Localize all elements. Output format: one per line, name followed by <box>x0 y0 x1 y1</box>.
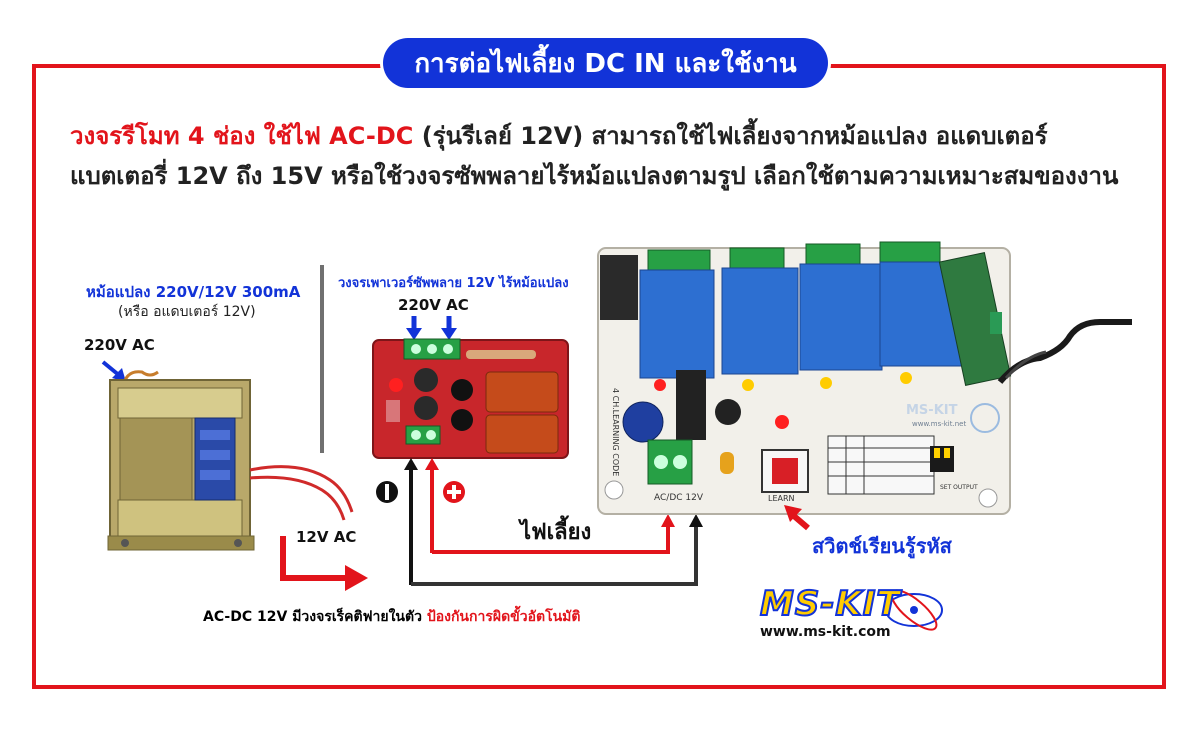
transformer-icon <box>107 379 255 551</box>
transformer-title: หม้อแปลง 220V/12V 300mA <box>86 283 301 301</box>
headline-line-2: แบตเตอรี่ 12V ถึง 15V หรือใช้วงจรซัพพลาย… <box>70 162 1119 190</box>
board-plus-arrow-icon <box>661 514 675 527</box>
headline-line-1: วงจรรีโมท 4 ช่อง ใช้ไฟ AC-DC (รุ่นรีเลย์… <box>70 116 1150 156</box>
board-output-label: SET OUTPUT <box>940 484 978 491</box>
headline-line-1-rest: (รุ่นรีเลย์ 12V) สามารถใช้ไฟเลี้ยงจากหม้… <box>413 122 1048 150</box>
antenna-icon <box>997 319 1132 384</box>
ms-kit-logo <box>885 589 943 631</box>
power-supply-board <box>372 338 569 459</box>
power-supply-title: วงจรเพาเวอร์ซัพพลาย 12V ไร้หม้อแปลง <box>338 276 569 291</box>
relay-1-icon <box>639 249 715 379</box>
board-model-text: 4 CH.LEARNING CODE <box>611 388 620 477</box>
logo-brand: MS-KIT <box>759 583 901 625</box>
transformer-input-label: 220V AC <box>84 336 155 354</box>
ac-input-arrow-left-icon <box>406 316 422 340</box>
power-supply-input-label: 220V AC <box>398 296 469 314</box>
learn-button-icon <box>761 449 809 493</box>
transformer-output-arrow-icon <box>280 536 368 591</box>
bottom-note-black: AC-DC 12V มีวงจรเร็คติฟายในตัว <box>203 609 422 625</box>
board-minus-arrow-icon <box>689 514 703 527</box>
power-wire-label: ไฟเลี้ยง <box>520 520 592 545</box>
bottom-note-red: ป้องกันการผิดขั้วอัตโนมัติ <box>426 609 581 625</box>
learn-switch-label: สวิตช์เรียนรู้รหัส <box>812 534 952 558</box>
section-divider <box>320 265 324 453</box>
board-brand-text: MS-KIT <box>906 403 958 418</box>
headline: วงจรรีโมท 4 ช่อง ใช้ไฟ AC-DC (รุ่นรีเลย์… <box>70 116 1150 196</box>
minus-up-arrow-icon <box>404 458 418 585</box>
plus-up-arrow-icon <box>425 458 439 553</box>
logo-url: www.ms-kit.com <box>760 624 891 640</box>
transformer-output-label: 12V AC <box>296 528 357 546</box>
headline-highlight: วงจรรีโมท 4 ช่อง ใช้ไฟ AC-DC <box>70 122 414 150</box>
ac-input-arrow-right-icon <box>441 316 457 340</box>
relay-2-icon <box>721 247 799 375</box>
transformer-subtitle: (หรือ อแดบเตอร์ 12V) <box>118 304 256 320</box>
input-arrow-icon <box>101 360 126 382</box>
relay-4-icon <box>879 241 963 367</box>
board-site-text: www.ms-kit.net <box>912 420 967 428</box>
relay-3-icon <box>799 243 883 371</box>
board-learn-text: LEARN <box>768 494 795 503</box>
relay-board <box>597 241 1132 515</box>
page-title: การต่อไฟเลี้ยง DC IN และใช้งาน <box>383 38 828 88</box>
learn-arrow-icon <box>784 505 810 531</box>
board-terminal-label: AC/DC 12V <box>654 493 703 503</box>
bottom-note: AC-DC 12V มีวงจรเร็คติฟายในตัว ป้องกันกา… <box>203 606 581 628</box>
